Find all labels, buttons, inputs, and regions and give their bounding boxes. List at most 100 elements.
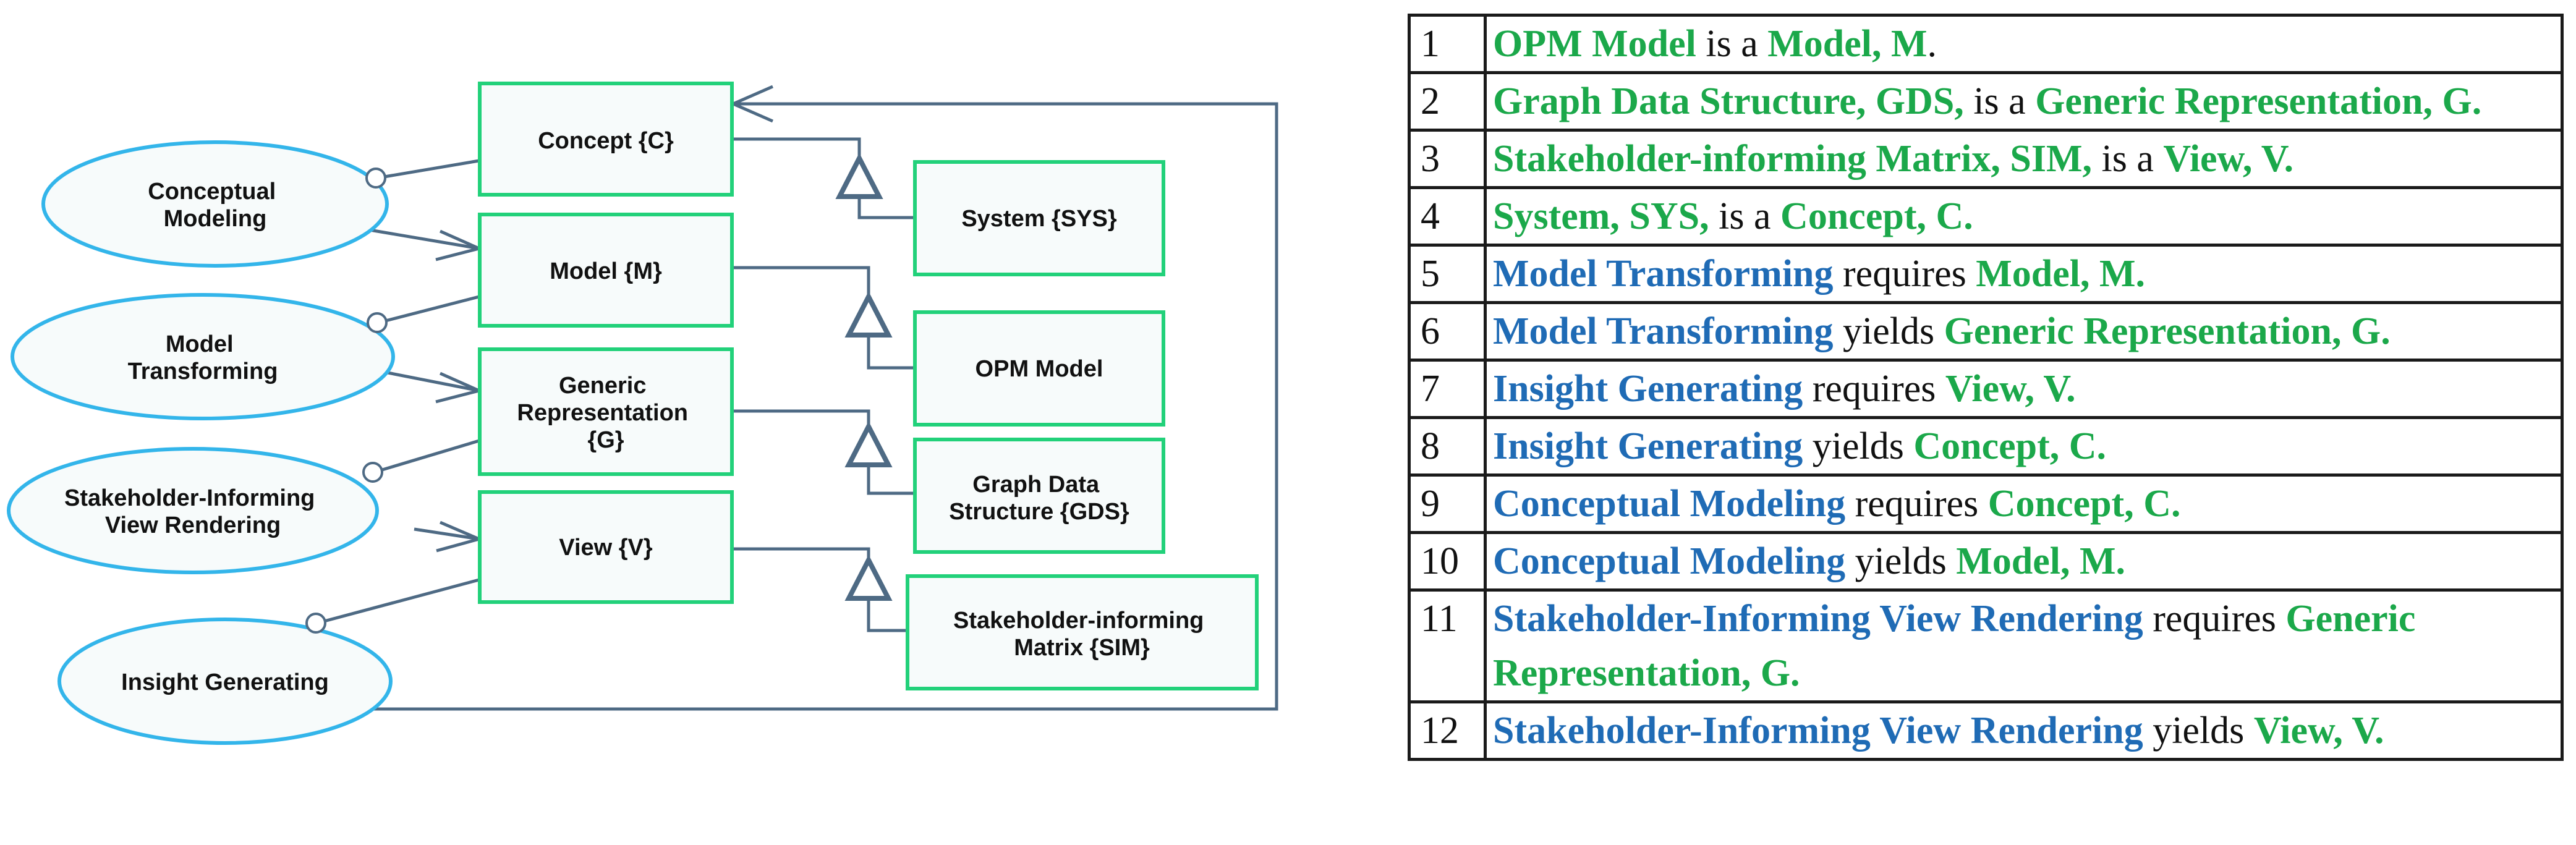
object-concept[interactable]	[478, 82, 734, 197]
opl-text: requires	[1833, 253, 1976, 295]
opl-object-term: Model, M	[1767, 23, 1928, 65]
link-insight-generating-yields-concept[interactable]	[373, 102, 1278, 711]
opl-text: requires	[2143, 598, 2286, 640]
process-view-rendering[interactable]	[7, 447, 379, 574]
opl-object-term: Concept, C.	[1913, 425, 2107, 467]
object-gds[interactable]	[913, 438, 1165, 554]
objects	[478, 82, 1259, 690]
label-system: System {SYS}	[961, 206, 1117, 232]
label-model-transforming: Model Transforming	[128, 331, 278, 384]
opl-object-term: Concept, C.	[1780, 195, 1973, 237]
link-conceptual-modeling-yields-model[interactable]	[369, 228, 480, 250]
link-insight-generating-requires-view[interactable]	[317, 578, 480, 625]
opl-sentence: Stakeholder-informing Matrix, SIM, is a …	[1484, 129, 2564, 189]
opl-row-number: 2	[1408, 71, 1487, 132]
opl-object-term: System, SYS,	[1493, 195, 1709, 237]
instrument-circle	[362, 462, 383, 483]
label-gds: Graph Data Structure {GDS}	[949, 472, 1129, 525]
object-system[interactable]	[913, 160, 1165, 276]
object-sim[interactable]	[906, 574, 1259, 690]
processes	[7, 140, 395, 745]
opl-sentence: Insight Generating yields Concept, C.	[1484, 416, 2564, 477]
opl-sentence: Model Transforming yields Generic Repres…	[1484, 301, 2564, 362]
opl-object-term: View, V.	[2253, 710, 2384, 752]
opm-diagram: Concept {C} Model {M} Generic Representa…	[7, 82, 1278, 745]
opl-text: requires	[1845, 483, 1988, 525]
opl-object-term: Generic Representation, G.	[1944, 310, 2391, 352]
label-model: Model {M}	[550, 258, 662, 284]
opl-object-term: View, V.	[2163, 138, 2294, 180]
process-conceptual-modeling[interactable]	[41, 140, 389, 268]
opl-row-number: 9	[1408, 473, 1487, 534]
label-sim: Stakeholder-informing Matrix {SIM}	[953, 608, 1210, 661]
link-model-transforming-yields-generic-rep[interactable]	[378, 369, 480, 393]
process-insight-generating[interactable]	[57, 618, 393, 745]
opl-object-term: Graph Data Structure, GDS,	[1493, 80, 1964, 122]
opl-text: is a	[1709, 195, 1781, 237]
object-opm-model[interactable]	[913, 310, 1165, 427]
opl-object-term: Generic Representation, G.	[2035, 80, 2482, 122]
opl-text: yields	[1803, 425, 1914, 467]
object-view[interactable]	[478, 490, 734, 604]
opl-process-term: Stakeholder-Informing View Rendering	[1493, 710, 2143, 752]
opl-row-number: 12	[1408, 700, 1487, 761]
opl-sentence: Stakeholder-Informing View Rendering yie…	[1484, 700, 2564, 761]
object-labels: Concept {C} Model {M} Generic Representa…	[517, 128, 1210, 661]
opl-row-number: 10	[1408, 531, 1487, 592]
generalization-links	[731, 137, 915, 632]
instrument-circle	[367, 312, 388, 333]
label-conceptual-modeling: Conceptual Modeling	[148, 179, 282, 232]
generalization-triangle-view	[844, 554, 893, 601]
instrument-circles	[305, 168, 388, 634]
opl-row-number: 3	[1408, 129, 1487, 189]
generalization-triangle-generic-rep	[844, 421, 893, 467]
link-view-rendering-yields-view[interactable]	[414, 527, 480, 541]
instrument-circle	[365, 168, 386, 189]
process-model-transforming[interactable]	[11, 293, 395, 420]
link-model-transforming-requires-model[interactable]	[378, 295, 480, 325]
opl-object-term: Model, M.	[1976, 253, 2145, 295]
object-generic-rep[interactable]	[478, 347, 734, 476]
opl-row-number: 7	[1408, 359, 1487, 419]
opl-text: yields	[1833, 310, 1944, 352]
opl-text: requires	[1803, 368, 1945, 410]
link-conceptual-modeling-requires-concept[interactable]	[376, 159, 480, 180]
label-concept: Concept {C}	[538, 128, 674, 154]
label-insight-generating: Insight Generating	[121, 669, 329, 695]
opl-object-term: Concept, C.	[1987, 483, 2181, 525]
opl-object-term: Model, M.	[1956, 540, 2125, 582]
opl-row-number: 11	[1408, 588, 1487, 703]
generalization-triangle-concept	[835, 153, 883, 199]
opl-row-number: 4	[1408, 186, 1487, 247]
object-model[interactable]	[478, 213, 734, 328]
opl-text: .	[1927, 23, 1937, 65]
process-labels: Conceptual Modeling Model Transforming S…	[64, 179, 329, 695]
opl-text: yields	[2143, 710, 2254, 752]
opl-sentence: Conceptual Modeling yields Model, M.	[1484, 531, 2564, 592]
opl-object-term: OPM Model	[1493, 23, 1696, 65]
opl-process-term: Insight Generating	[1493, 368, 1803, 410]
opl-row-number: 6	[1408, 301, 1487, 362]
generalization-triangles	[835, 153, 893, 601]
opl-object-term: Stakeholder-informing Matrix, SIM,	[1493, 138, 2092, 180]
opl-row-number: 1	[1408, 14, 1487, 74]
link-view-rendering-requires-generic-rep[interactable]	[373, 439, 480, 474]
opl-row-number: 8	[1408, 416, 1487, 477]
opl-sentence: System, SYS, is a Concept, C.	[1484, 186, 2564, 247]
label-view-rendering: Stakeholder-Informing View Rendering	[64, 485, 321, 538]
opl-text: is a	[1963, 80, 2036, 122]
generalization-triangle-model	[844, 291, 893, 338]
label-generic-rep: Generic Representation {G}	[517, 373, 694, 453]
